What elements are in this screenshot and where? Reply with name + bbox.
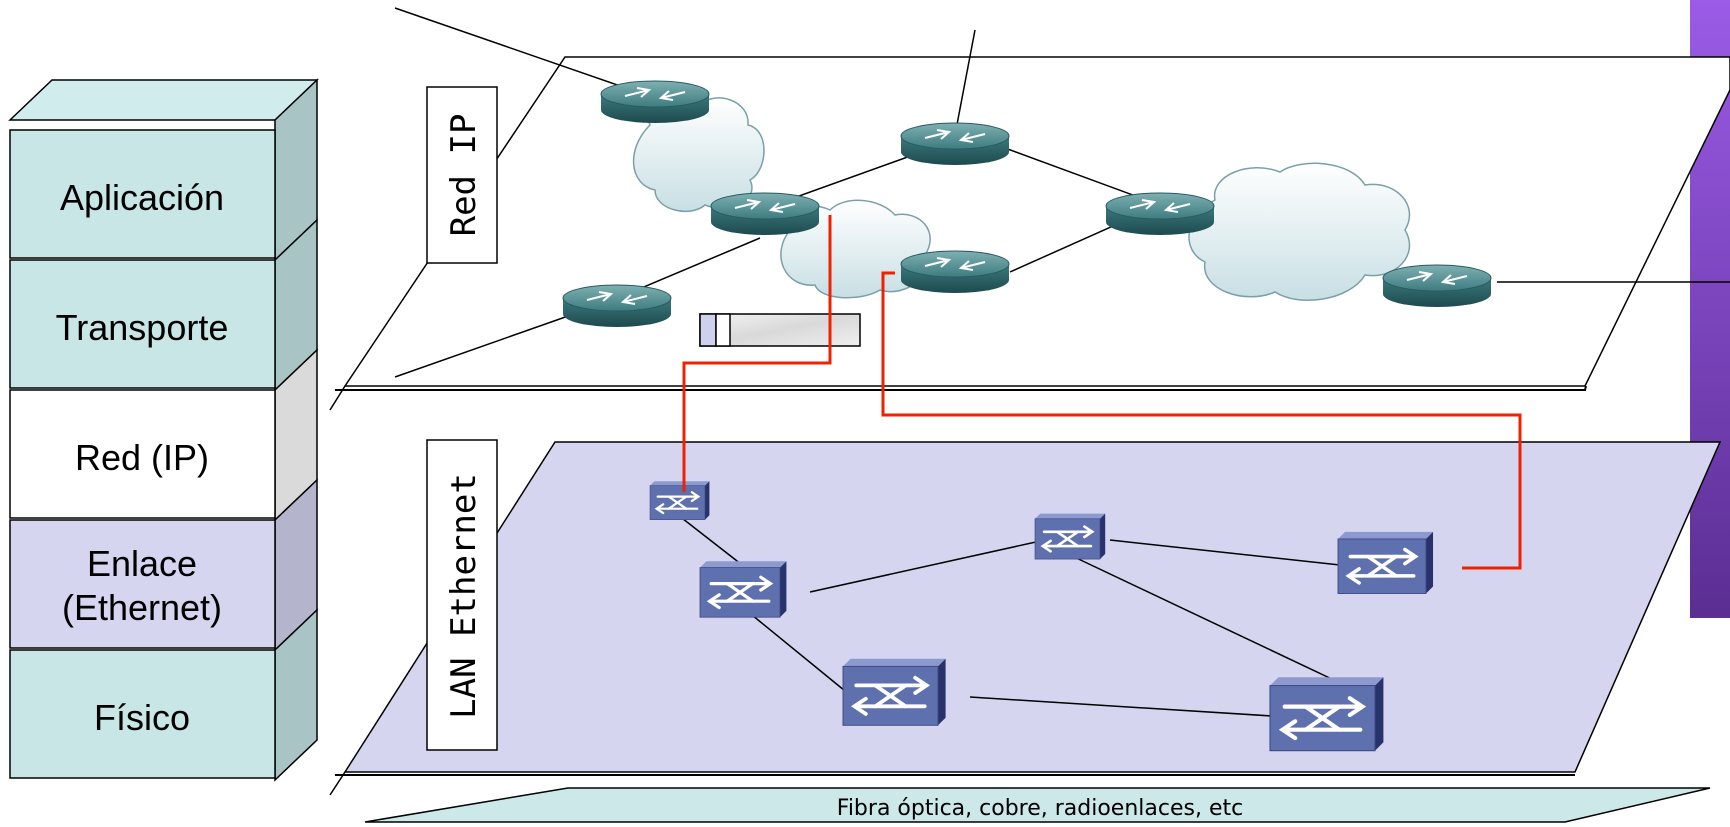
switch-icon	[1270, 677, 1383, 751]
switch-icon	[698, 559, 789, 619]
switch-icon	[1033, 512, 1107, 561]
layer-link-label-line2: (Ethernet)	[62, 587, 222, 628]
router-icon	[1382, 264, 1492, 308]
router-icon	[900, 122, 1010, 166]
layer-physical-label: Físico	[94, 697, 190, 738]
packet-path	[682, 215, 1522, 570]
layer-transport-label: Transporte	[56, 307, 229, 348]
layer-physical	[9, 649, 276, 779]
switch-icon	[648, 480, 711, 521]
lan-plane: LAN Ethernet	[329, 439, 1722, 796]
ip-plane: Red IP	[329, 7, 1730, 411]
switch-icon	[841, 656, 948, 728]
layer-application-label: Aplicación	[60, 177, 224, 218]
layer-network-label: Red (IP)	[75, 437, 209, 478]
physical-plane: Fibra óptica, cobre, radioenlaces, etc	[364, 787, 1711, 823]
layer-link	[9, 519, 276, 649]
physical-plane-label: Fibra óptica, cobre, radioenlaces, etc	[837, 796, 1243, 821]
router-icon	[562, 284, 672, 328]
router-icon	[900, 250, 1010, 294]
router-icon	[600, 80, 710, 124]
packet-icon	[699, 313, 861, 347]
lan-plane-label: LAN Ethernet	[444, 473, 484, 719]
switch-icon	[1336, 530, 1435, 596]
layer-application	[9, 129, 276, 259]
layer-transport	[9, 259, 276, 389]
cloud-icon	[1188, 162, 1411, 302]
router-icon	[710, 192, 820, 236]
layer-network	[9, 389, 276, 519]
ip-plane-label: Red IP	[444, 114, 484, 237]
protocol-stack: Aplicación Transporte Red (IP) Enlace (E…	[8, 78, 319, 782]
router-icon	[1105, 192, 1215, 236]
layer-link-label-line1: Enlace	[87, 543, 197, 584]
